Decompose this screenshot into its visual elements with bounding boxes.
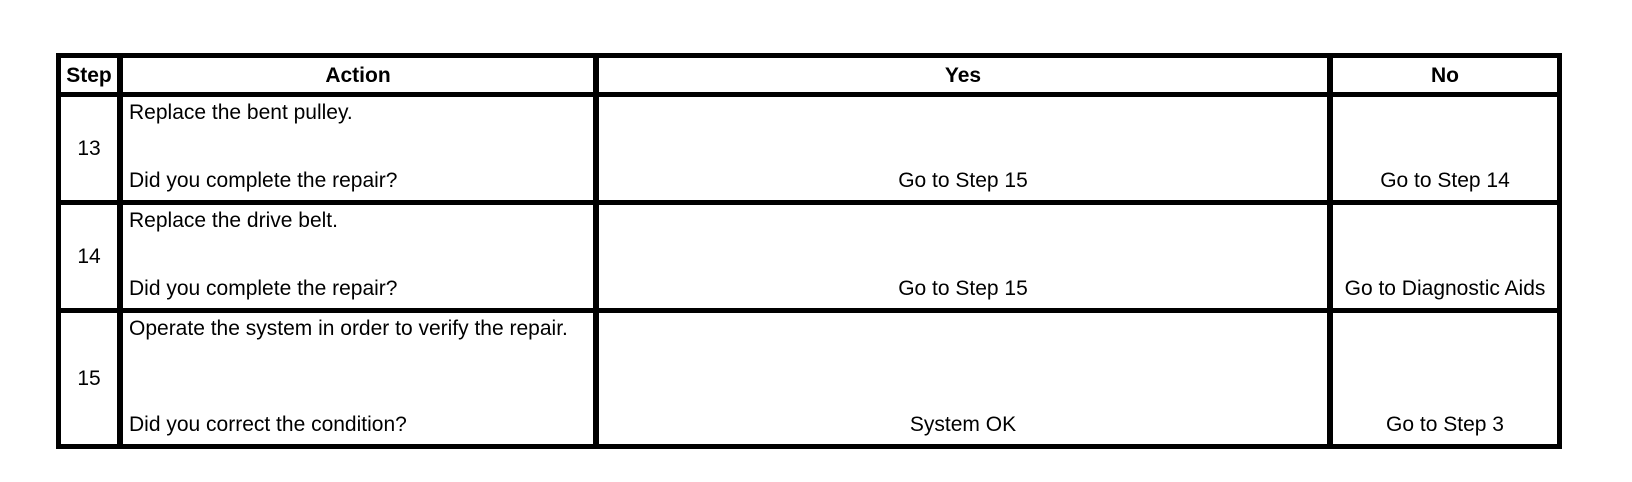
col-header-step: Step [61,58,123,97]
question-text: Did you correct the condition? [129,413,407,436]
col-header-no: No [1333,58,1557,97]
row-14-action-cell: Replace the drive belt. Did you complete… [123,205,599,313]
no-answer-text: Go to Step 14 [1380,169,1510,192]
question-text: Did you complete the repair? [129,277,398,300]
yes-answer-text: System OK [909,413,1017,436]
row-13-yes-cell: Go to Step 15 [599,97,1333,205]
row-14-no-cell: Go to Diagnostic Aids [1333,205,1557,313]
action-text: Operate the system in order to verify th… [129,317,568,340]
row-13-step-number: 13 [61,97,123,205]
yes-answer-text: Go to Step 15 [898,277,1028,300]
diagnostic-table: Step Action Yes No 13 Replace the bent p… [56,53,1562,449]
row-15-action-cell: Operate the system in order to verify th… [123,313,599,444]
row-15-yes-cell: System OK [599,313,1333,444]
col-header-action: Action [123,58,599,97]
row-15-no-cell: Go to Step 3 [1333,313,1557,444]
row-13-action-cell: Replace the bent pulley. Did you complet… [123,97,599,205]
action-text: Replace the drive belt. [129,209,338,232]
question-text: Did you complete the repair? [129,169,398,192]
row-13-no-cell: Go to Step 14 [1333,97,1557,205]
no-answer-text: Go to Step 3 [1386,413,1504,436]
yes-answer-text: Go to Step 15 [898,169,1028,192]
row-14-step-number: 14 [61,205,123,313]
row-15-step-number: 15 [61,313,123,444]
action-text: Replace the bent pulley. [129,101,353,124]
row-14-yes-cell: Go to Step 15 [599,205,1333,313]
col-header-yes: Yes [599,58,1333,97]
no-answer-text: Go to Diagnostic Aids [1344,277,1546,300]
